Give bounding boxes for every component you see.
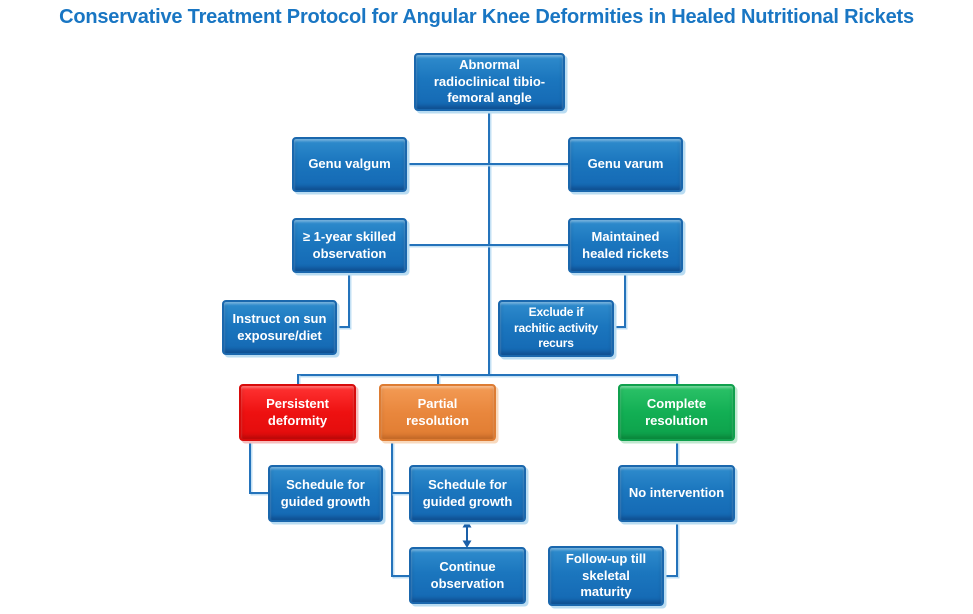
connector-observation-to-sun-h — [337, 326, 350, 328]
node-maintained-healed-rickets: Maintained healed rickets — [568, 218, 683, 273]
connector-persistent-elbow-h — [249, 492, 268, 494]
node-sun-exposure-diet: Instruct on sun exposure/diet — [222, 300, 337, 355]
connector-maintained-to-exclude-h — [613, 326, 626, 328]
node-genu-varum: Genu varum — [568, 137, 683, 192]
node-continue-observation: Continue observation — [409, 547, 526, 604]
connector-observation-to-sun-v — [348, 273, 350, 328]
connector-nointervention-exit-v — [676, 522, 678, 577]
node-complete-resolution: Complete resolution — [618, 384, 735, 441]
node-genu-valgum: Genu valgum — [292, 137, 407, 192]
connector-drop-complete — [676, 374, 678, 384]
connector-drop-persistent — [297, 374, 299, 384]
node-no-intervention: No intervention — [618, 465, 735, 522]
connector-partial-to-continue-h — [391, 575, 409, 577]
connector-complete-to-nointervention — [676, 441, 678, 465]
connector-partial-exit-v — [391, 441, 393, 577]
node-exclude-rachitic-activity: Exclude if rachitic activity recurs — [498, 300, 614, 357]
connector-observation-row — [407, 244, 568, 246]
node-guided-growth-left: Schedule for guided growth — [268, 465, 383, 522]
connector-drop-partial — [437, 374, 439, 384]
connector-persistent-exit-v — [249, 441, 251, 494]
node-abnormal-tibiofemoral-angle: Abnormal radioclinical tibio- femoral an… — [414, 53, 565, 111]
node-follow-up-skeletal-maturity: Follow-up till skeletal maturity — [548, 546, 664, 606]
node-skilled-observation: ≥ 1-year skilled observation — [292, 218, 407, 273]
node-partial-resolution: Partial resolution — [379, 384, 496, 441]
connector-distribution-row — [297, 374, 678, 376]
page-title: Conservative Treatment Protocol for Angu… — [59, 6, 914, 28]
connector-maintained-to-exclude-v — [624, 273, 626, 328]
connector-partial-to-guided-h — [391, 492, 409, 494]
node-persistent-deformity: Persistent deformity — [239, 384, 356, 441]
double-arrow-icon — [458, 520, 476, 548]
node-guided-growth-mid: Schedule for guided growth — [409, 465, 526, 522]
connector-root-drop — [488, 111, 490, 376]
connector-genu-row — [407, 163, 568, 165]
connector-nointervention-to-followup-h — [664, 575, 678, 577]
